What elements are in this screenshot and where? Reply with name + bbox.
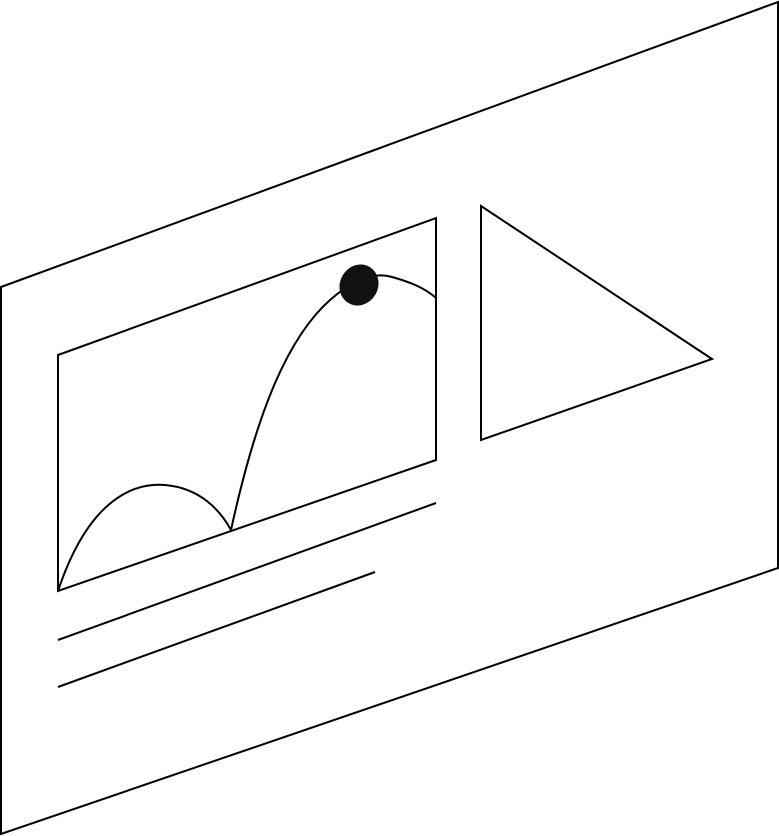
caption-line-long	[57, 502, 437, 641]
play-triangle-icon[interactable]	[480, 204, 715, 442]
bounce-trajectory-small-arc	[57, 483, 232, 592]
caption-line-short	[57, 571, 376, 688]
bounce-trajectory-large-arc	[230, 274, 437, 531]
video-frame-outline	[57, 216, 437, 593]
bouncing-ball	[339, 264, 379, 306]
